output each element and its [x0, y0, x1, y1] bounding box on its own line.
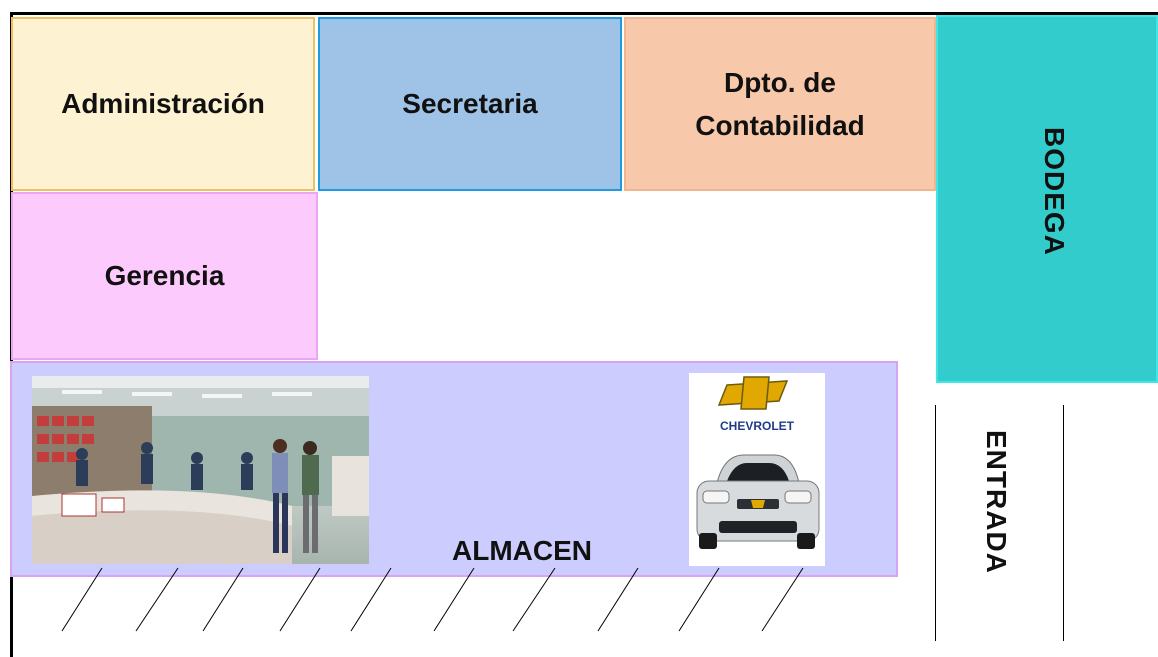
entrance-hatch-lines [61, 567, 804, 632]
room-contabilidad: Dpto. de Contabilidad [624, 17, 936, 191]
room-label-contabilidad-line1: Dpto. de [723, 66, 836, 98]
room-label-contabilidad-line2: Contabilidad [695, 110, 865, 141]
room-label-contabilidad: Dpto. de Contabilidad [695, 61, 865, 148]
room-secretaria: Secretaria [318, 17, 622, 191]
room-label-entrada: ENTRADA [981, 430, 1012, 574]
room-bodega: BODEGA [936, 15, 1158, 383]
room-gerencia: Gerencia [11, 192, 318, 360]
chevrolet-bowtie-icon [717, 376, 789, 410]
room-label-administracion: Administración [61, 88, 265, 120]
chevrolet-brand-label: CHEVROLET [720, 419, 795, 433]
room-administracion: Administración [11, 17, 315, 191]
entrada-right-wall [1063, 405, 1064, 641]
room-almacen: CHEVROLET ALMACEN [10, 361, 898, 577]
room-label-bodega: BODEGA [1039, 127, 1070, 256]
room-label-gerencia: Gerencia [104, 260, 225, 292]
store-counter-photo [32, 376, 369, 564]
store-counter-illustration [32, 376, 369, 564]
room-label-secretaria: Secretaria [402, 88, 538, 120]
chevrolet-brand-image: CHEVROLET [689, 373, 825, 566]
room-label-almacen: ALMACEN [452, 535, 592, 566]
entrada-left-wall [935, 405, 936, 641]
chevrolet-car-illustration: CHEVROLET [696, 376, 820, 549]
building-outline-top [10, 12, 1158, 15]
